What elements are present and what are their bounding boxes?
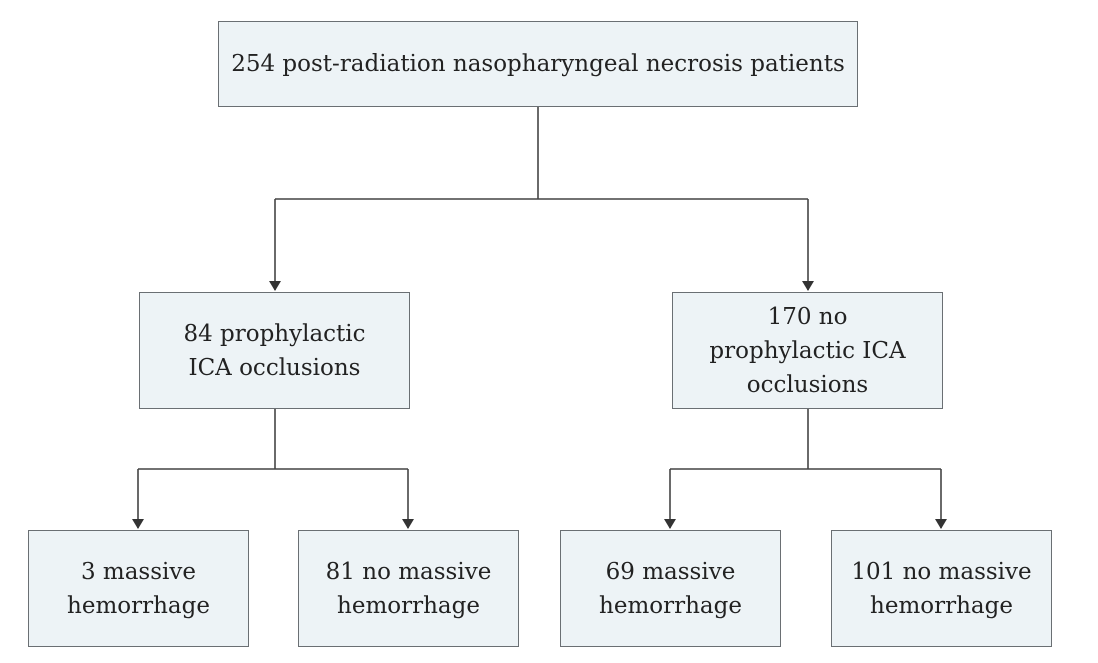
node-all-patients: 254 post-radiation nasopharyngeal necros… [218, 21, 858, 107]
node-outcome-prophylactic-hemorrhage-label: 3 massive hemorrhage [67, 558, 210, 619]
node-outcome-prophylactic-no-hemorrhage-label: 81 no massive hemorrhage [325, 558, 492, 619]
node-all-patients-label: 254 post-radiation nasopharyngeal necros… [231, 51, 845, 77]
node-prophylactic-occlusion: 84 prophylactic ICA occlusions [139, 292, 410, 409]
node-outcome-no-prophylactic-hemorrhage: 69 massive hemorrhage [560, 530, 781, 647]
node-no-prophylactic-occlusion: 170 no prophylactic ICA occlusions [672, 292, 943, 409]
node-outcome-no-prophylactic-hemorrhage-label: 69 massive hemorrhage [599, 558, 742, 619]
node-no-prophylactic-occlusion-label: 170 no prophylactic ICA occlusions [709, 303, 906, 398]
node-outcome-no-prophylactic-no-hemorrhage-label: 101 no massive hemorrhage [851, 558, 1032, 619]
node-outcome-prophylactic-hemorrhage: 3 massive hemorrhage [28, 530, 249, 647]
node-outcome-prophylactic-no-hemorrhage: 81 no massive hemorrhage [298, 530, 519, 647]
node-outcome-no-prophylactic-no-hemorrhage: 101 no massive hemorrhage [831, 530, 1052, 647]
node-prophylactic-occlusion-label: 84 prophylactic ICA occlusions [183, 320, 366, 381]
